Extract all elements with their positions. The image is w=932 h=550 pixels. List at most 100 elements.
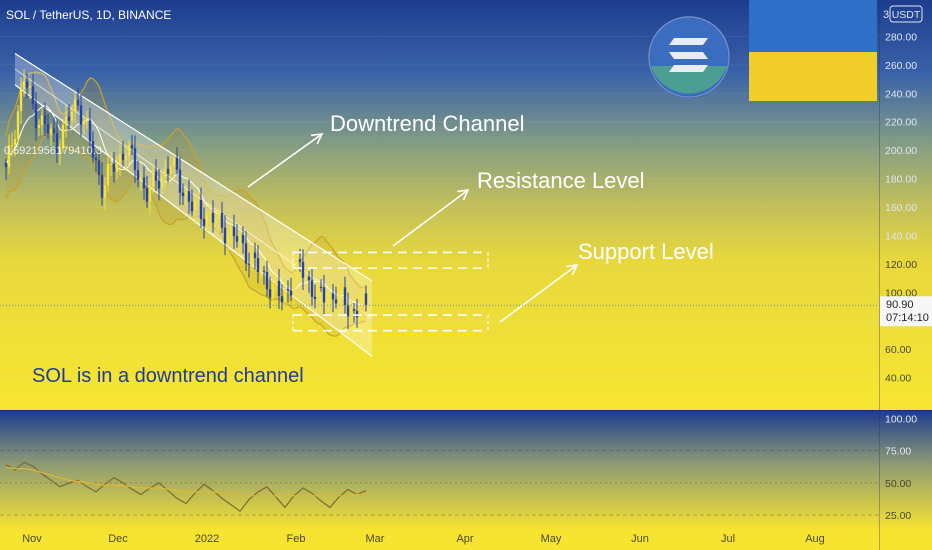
candle-body xyxy=(58,148,62,154)
currency-badge[interactable] xyxy=(889,5,923,23)
candle-body xyxy=(259,271,263,273)
time-tick-label: 2022 xyxy=(195,533,219,545)
candle-body xyxy=(52,128,56,133)
currency-prefix: 3 xyxy=(883,9,889,21)
support-level-label: Support Level xyxy=(578,239,714,264)
support-arrow[interactable] xyxy=(499,264,579,323)
bar-countdown: 07:14:10 xyxy=(886,312,929,324)
candle-body xyxy=(70,111,74,121)
support-arrow-head[interactable] xyxy=(565,264,579,276)
candle-body xyxy=(301,261,305,278)
candle-body xyxy=(130,145,134,149)
candle-body xyxy=(127,145,131,156)
candle-body xyxy=(25,81,29,88)
candle-body xyxy=(142,177,146,189)
candle-body xyxy=(7,145,11,168)
candle-body xyxy=(145,188,149,202)
candle-body xyxy=(151,171,155,186)
symbol-title[interactable]: SOL / TetherUS, 1D, BINANCE xyxy=(6,8,171,22)
candle-body xyxy=(223,227,227,244)
candle-body xyxy=(217,212,221,219)
candle-body xyxy=(364,293,368,306)
candle-body xyxy=(94,157,98,161)
rsi-tick-label: 100.00 xyxy=(885,413,917,425)
horizontal-levels[interactable] xyxy=(292,251,489,332)
resistance-arrow[interactable] xyxy=(392,189,470,247)
candle-body xyxy=(280,296,284,303)
channel-arrow-shaft[interactable] xyxy=(247,133,323,188)
last-price-value: 90.90 xyxy=(886,299,914,311)
candle-body xyxy=(208,212,212,215)
currency-badge-label[interactable]: USDT xyxy=(892,9,921,21)
time-tick-label: Apr xyxy=(456,533,473,545)
time-tick-label: Dec xyxy=(108,533,128,545)
band-lower xyxy=(5,132,367,337)
rsi-tick-label: 25.00 xyxy=(885,510,911,522)
candle-body xyxy=(61,125,65,149)
candle-body xyxy=(97,160,101,175)
candle-body xyxy=(100,174,104,198)
candle-body xyxy=(256,258,260,273)
candle-body xyxy=(13,139,17,146)
support-arrow-shaft[interactable] xyxy=(499,264,578,323)
candle-body xyxy=(181,192,185,197)
candle-body xyxy=(139,177,143,180)
price-tick-label: 260.00 xyxy=(885,60,917,72)
candle-body xyxy=(4,162,8,168)
candle-body xyxy=(178,169,182,193)
candle-body xyxy=(238,234,242,242)
candle-body xyxy=(328,293,332,302)
rsi-pane-background xyxy=(0,411,932,529)
candle-body xyxy=(232,226,236,237)
candle-body xyxy=(106,164,110,186)
candle-body xyxy=(304,276,308,278)
candle-body xyxy=(121,153,125,160)
candle-body xyxy=(43,115,47,125)
channel-arrow[interactable] xyxy=(247,133,324,188)
candle-body xyxy=(37,124,41,128)
price-tick-label: 280.00 xyxy=(885,31,917,43)
time-axis-background xyxy=(0,529,932,550)
resistance-arrow-head[interactable] xyxy=(456,189,470,201)
candle-body xyxy=(172,157,176,167)
candle-body xyxy=(19,89,23,112)
candle-body xyxy=(82,120,86,125)
rsi-tick-label: 75.00 xyxy=(885,446,911,458)
candle-body xyxy=(247,263,251,265)
time-tick-label: May xyxy=(541,533,562,545)
candle-body xyxy=(337,291,341,304)
candle-body xyxy=(85,120,89,122)
candle-body xyxy=(190,201,194,212)
candle-body xyxy=(298,259,302,262)
arrows[interactable] xyxy=(247,133,579,323)
candle-body xyxy=(91,141,95,158)
channel-fill[interactable] xyxy=(15,53,372,357)
candle-body xyxy=(358,307,362,318)
candle-body xyxy=(361,293,365,308)
candle-body xyxy=(175,157,179,170)
channel-arrow-head[interactable] xyxy=(310,133,324,145)
candle-body xyxy=(307,276,311,281)
candle-body xyxy=(112,164,116,172)
candle-body xyxy=(10,145,14,147)
candle-body xyxy=(196,199,200,201)
resistance-level-label: Resistance Level xyxy=(477,168,645,193)
time-tick-label: Jul xyxy=(721,533,735,545)
candle-body xyxy=(160,176,164,189)
candle-body xyxy=(31,86,35,104)
candle-body xyxy=(205,214,209,227)
price-tick-label: 240.00 xyxy=(885,88,917,100)
channel-lower-line[interactable] xyxy=(14,84,373,357)
candle-body xyxy=(67,116,71,121)
candle-body xyxy=(241,234,245,244)
time-tick-label: Feb xyxy=(287,533,306,545)
time-tick-label: Jun xyxy=(631,533,649,545)
candle-body xyxy=(349,309,353,317)
rsi-tick-label: 50.00 xyxy=(885,478,911,490)
candle-body xyxy=(148,185,152,202)
candle-body xyxy=(124,155,128,160)
candle-body xyxy=(154,171,158,181)
resistance-arrow-shaft[interactable] xyxy=(392,189,469,247)
